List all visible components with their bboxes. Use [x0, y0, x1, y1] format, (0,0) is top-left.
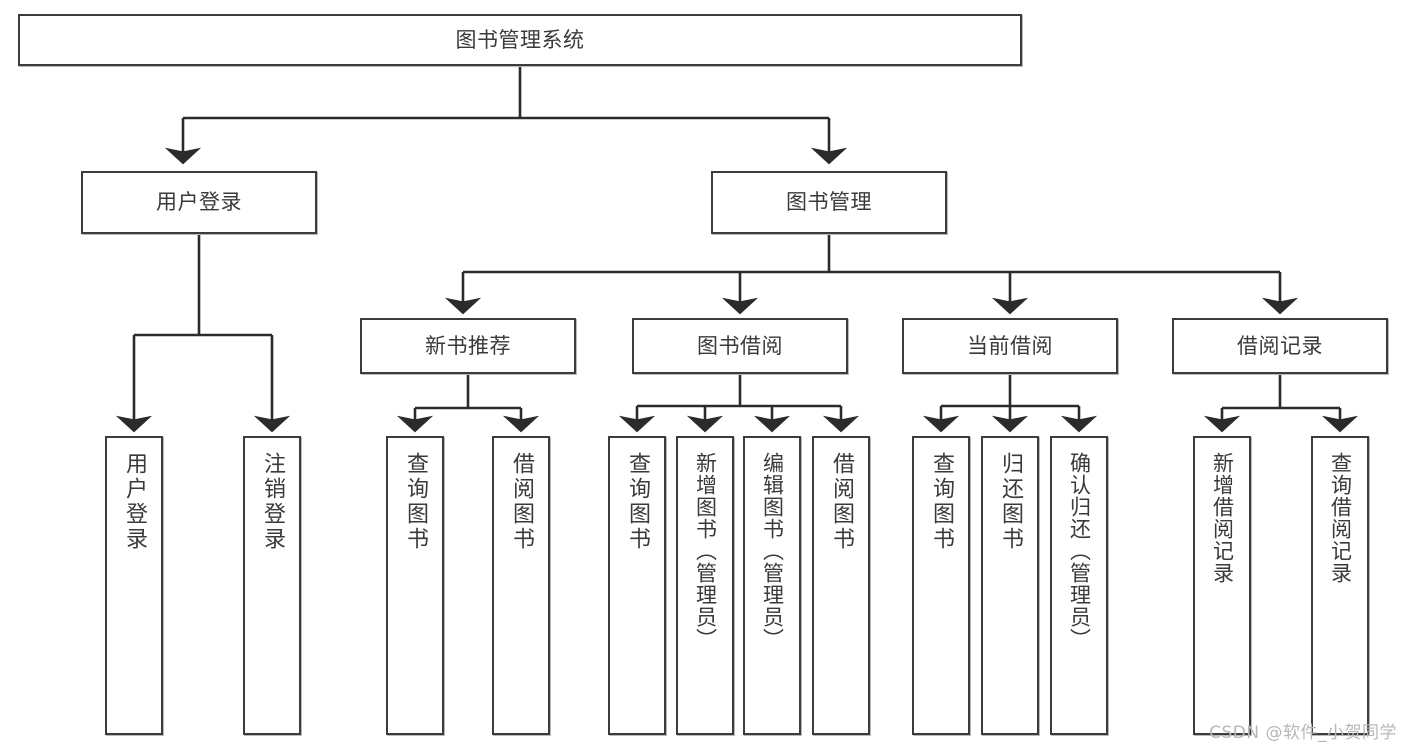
- node-label: 借阅图书: [509, 452, 534, 552]
- leaf-add-borrow-record[interactable]: 新增借阅记录: [1193, 436, 1251, 735]
- leaf-user-logout[interactable]: 注销登录: [243, 436, 301, 735]
- leaf-user-login[interactable]: 用户登录: [105, 436, 163, 735]
- node-label: 图书管理系统: [455, 27, 585, 52]
- leaf-confirm-return-admin[interactable]: 确认归还（管理员）: [1050, 436, 1108, 735]
- node-label: 查询图书: [929, 452, 954, 552]
- node-label: 归还图书: [998, 452, 1023, 552]
- node-book-borrow[interactable]: 图书借阅: [632, 318, 848, 374]
- node-label: 查询图书: [625, 452, 650, 552]
- leaf-borrow-book-recommend[interactable]: 借阅图书: [492, 436, 550, 735]
- node-root-system[interactable]: 图书管理系统: [18, 14, 1022, 66]
- node-label: 当前借阅: [967, 333, 1053, 358]
- node-user-login[interactable]: 用户登录: [81, 171, 317, 234]
- node-label: 借阅记录: [1237, 333, 1323, 358]
- node-label: 新增图书（管理员）: [693, 452, 718, 650]
- node-label: 确认归还（管理员）: [1067, 452, 1092, 650]
- leaf-return-book[interactable]: 归还图书: [981, 436, 1039, 735]
- node-current-borrow[interactable]: 当前借阅: [902, 318, 1118, 374]
- node-label: 图书借阅: [697, 333, 783, 358]
- node-label: 借阅图书: [829, 452, 854, 552]
- node-label: 查询图书: [403, 452, 428, 552]
- node-label: 图书管理: [786, 190, 872, 215]
- node-borrow-record[interactable]: 借阅记录: [1172, 318, 1388, 374]
- leaf-query-book-borrow[interactable]: 查询图书: [608, 436, 666, 735]
- node-new-book-recommend[interactable]: 新书推荐: [360, 318, 576, 374]
- node-book-manage[interactable]: 图书管理: [711, 171, 947, 234]
- node-label: 注销登录: [260, 452, 285, 552]
- node-label: 编辑图书（管理员）: [760, 452, 785, 650]
- node-label: 新增借阅记录: [1210, 452, 1235, 584]
- node-label: 用户登录: [156, 190, 242, 215]
- leaf-edit-book-admin[interactable]: 编辑图书（管理员）: [743, 436, 801, 735]
- leaf-query-book-current[interactable]: 查询图书: [912, 436, 970, 735]
- leaf-query-borrow-record[interactable]: 查询借阅记录: [1311, 436, 1369, 735]
- watermark-text: CSDN @软件_小贺同学: [1209, 723, 1397, 743]
- leaf-add-book-admin[interactable]: 新增图书（管理员）: [676, 436, 734, 735]
- leaf-borrow-book[interactable]: 借阅图书: [812, 436, 870, 735]
- leaf-query-book-recommend[interactable]: 查询图书: [386, 436, 444, 735]
- node-label: 查询借阅记录: [1328, 452, 1353, 584]
- node-label: 新书推荐: [425, 333, 511, 358]
- node-label: 用户登录: [122, 452, 147, 552]
